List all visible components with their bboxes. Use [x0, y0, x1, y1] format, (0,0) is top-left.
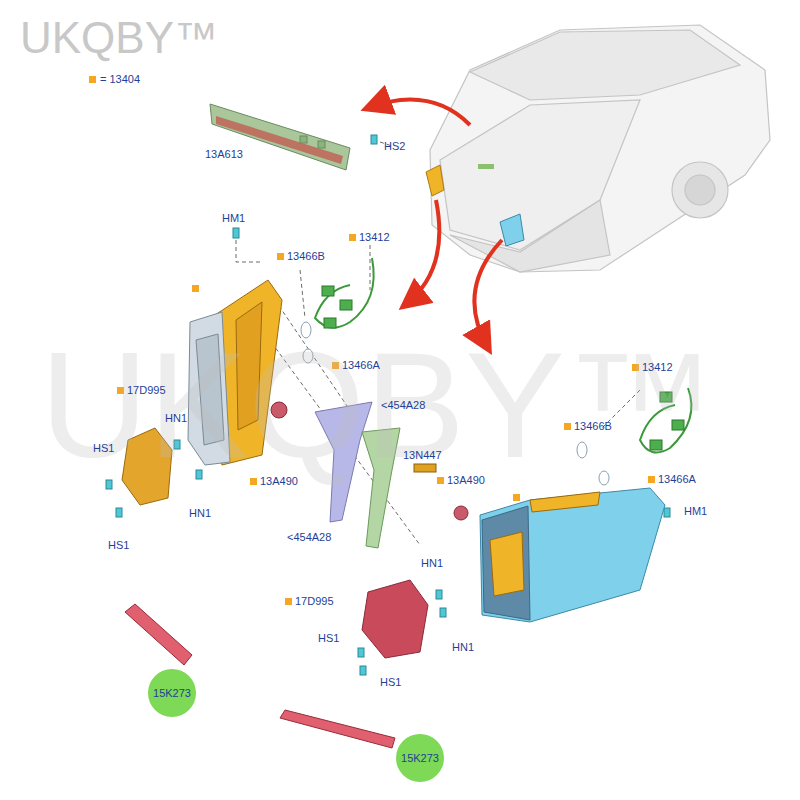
location-arrows: [405, 200, 439, 305]
leader-line: [236, 240, 262, 262]
callout-number: 13A490: [260, 475, 298, 488]
callout-number: 13412: [642, 361, 673, 374]
callout-number: 13466A: [658, 473, 696, 486]
location-arrows: [368, 100, 470, 125]
callout-circle: 15K273: [148, 669, 196, 717]
callout-number: HN1: [189, 507, 211, 520]
part-marker: [277, 253, 284, 260]
callout-number: HS1: [108, 539, 129, 552]
clip: [106, 480, 112, 489]
callout-number: HM1: [684, 505, 707, 518]
wiring-connector: [324, 318, 336, 328]
callout-number: 13A613: [205, 148, 243, 161]
callout-number: 13466B: [287, 250, 325, 263]
callout-number: 13A490: [447, 474, 485, 487]
watermark: UKQBY™: [20, 16, 218, 60]
leader-line: [300, 270, 305, 318]
legend-row: = 13404: [89, 73, 140, 85]
vehicle-outline: [430, 25, 770, 272]
right-tail-lamp: [480, 488, 665, 622]
high-mount-stop-lamp: [210, 104, 350, 170]
wiring-harness: [315, 258, 374, 328]
vehicle-outline: [450, 200, 610, 272]
callout-number: HS1: [380, 676, 401, 689]
callout-number: 15K273: [153, 687, 191, 699]
vehicle-lamps: [500, 214, 524, 246]
callout-number: 13412: [359, 231, 390, 244]
callout-number: 13466A: [342, 359, 380, 372]
mounting-bracket: [362, 580, 428, 658]
callout-number: HN1: [165, 412, 187, 425]
bulb-socket: [454, 506, 468, 520]
callout-circle: 15K273: [396, 734, 444, 782]
clip: [233, 228, 239, 238]
callout-number: <454A28: [287, 531, 331, 544]
clip: [371, 135, 377, 144]
clip: [116, 508, 122, 517]
callout-number: <454A28: [381, 399, 425, 412]
callout-number: HM1: [222, 212, 245, 225]
wiring-connector: [340, 300, 352, 310]
callout-number: 17D995: [127, 384, 166, 397]
watermark: UKQBY™: [40, 330, 715, 480]
vehicle-outline: [672, 162, 728, 218]
right-tail-lamp: [480, 488, 665, 622]
vehicle-outline: [685, 175, 715, 205]
high-mount-stop-lamp: [210, 104, 350, 170]
clip: [664, 508, 670, 517]
location-arrows: [368, 100, 502, 348]
part-marker: [285, 598, 292, 605]
vehicle-outline: [430, 25, 770, 272]
callout-number: HS1: [318, 632, 339, 645]
right-tail-lamp: [482, 506, 530, 620]
callout-number: 13N447: [403, 449, 442, 462]
clip: [358, 648, 364, 657]
callout-number: HN1: [452, 641, 474, 654]
reflector: [280, 710, 395, 748]
legend-swatch: [89, 76, 96, 83]
reflector: [125, 604, 192, 665]
callout-number: HS1: [93, 442, 114, 455]
vehicle-outline: [470, 30, 740, 100]
legend-text: = 13404: [100, 73, 140, 85]
callout-number: HS2: [384, 140, 405, 153]
clip: [436, 590, 442, 599]
high-mount-stop-lamp: [318, 141, 325, 148]
clip: [360, 666, 366, 675]
vehicle-lamps: [426, 165, 444, 196]
callout-number: 15K273: [401, 752, 439, 764]
callout-number: HN1: [421, 557, 443, 570]
part-marker: [192, 285, 199, 292]
wiring-connector: [322, 286, 334, 296]
part-marker: [513, 494, 520, 501]
right-tail-lamp: [530, 492, 600, 512]
high-mount-stop-lamp: [300, 136, 307, 143]
part-marker: [349, 234, 356, 241]
callout-number: 17D995: [295, 595, 334, 608]
leader-line: [370, 245, 371, 290]
reflector: [125, 604, 395, 748]
callout-number: 13466B: [574, 420, 612, 433]
clip: [440, 608, 446, 617]
right-tail-lamp: [490, 532, 524, 596]
vehicle-lamps: [478, 164, 494, 169]
